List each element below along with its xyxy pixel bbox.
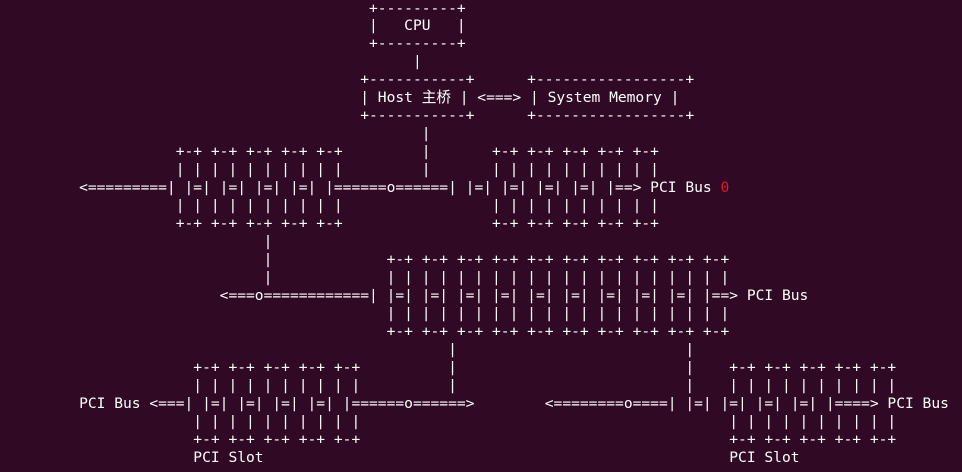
bus1-slots-bottom: +-+ +-+ +-+ +-+ +-+ +-+ +-+ +-+ +-+ +-+ bbox=[0, 323, 730, 340]
bus2-row: PCI Bus <===| |=| |=| |=| |=| |======o==… bbox=[0, 395, 949, 412]
bus1-slots-upper: | | | | | | | | | | | | | | | | | | | | … bbox=[0, 269, 730, 286]
bus2-links-1: | | bbox=[0, 341, 695, 358]
bus2-slots-upper: | | | | | | | | | | | | | | | | | | | | … bbox=[0, 377, 897, 394]
bus0-row: <=========| |=| |=| |=| |=| |======o====… bbox=[0, 179, 729, 197]
bus2-slots-top: +-+ +-+ +-+ +-+ +-+ | | +-+ +-+ +-+ +-+ … bbox=[0, 359, 897, 376]
host-bridge-box-top: +-----------+ +-----------------+ bbox=[0, 71, 695, 88]
bus0-number: 0 bbox=[720, 179, 730, 196]
host-down-link: | bbox=[0, 125, 431, 142]
bus0-slots-bottom: +-+ +-+ +-+ +-+ +-+ +-+ +-+ +-+ +-+ +-+ bbox=[0, 215, 659, 232]
bus1-link-1: | bbox=[0, 233, 273, 250]
host-bridge-box-bottom: +-----------+ +-----------------+ bbox=[0, 107, 695, 124]
cpu-box-bottom: +---------+ bbox=[0, 35, 466, 52]
bus2-slots-lower: | | | | | | | | | | | | | | | | | | | | bbox=[0, 413, 897, 430]
cpu-box-label: | CPU | bbox=[0, 17, 466, 34]
bus1-row: <===o============| |=| |=| |=| |=| |=| |… bbox=[0, 287, 809, 304]
host-bridge-row: | Host 主桥 | <===> | System Memory | bbox=[0, 89, 680, 106]
bus0-slots-top: +-+ +-+ +-+ +-+ +-+ | +-+ +-+ +-+ +-+ +-… bbox=[0, 143, 659, 160]
bus0-slots-lower: | | | | | | | | | | | | | | | | | | | | bbox=[0, 197, 659, 214]
cpu-host-link: | bbox=[0, 53, 422, 70]
bus0-line: <=========| |=| |=| |=| |=| |======o====… bbox=[0, 179, 721, 196]
pci-slot-labels: PCI Slot PCI Slot bbox=[0, 449, 800, 466]
bus1-slots-lower: | | | | | | | | | | | | | | | | | | | | bbox=[0, 305, 730, 322]
bus0-slots-upper: | | | | | | | | | | | | | | | | | | | | … bbox=[0, 161, 659, 178]
cpu-box-top: +---------+ bbox=[0, 0, 466, 17]
bus2-slots-bottom: +-+ +-+ +-+ +-+ +-+ +-+ +-+ +-+ +-+ +-+ bbox=[0, 431, 897, 448]
bus1-slots-top: | +-+ +-+ +-+ +-+ +-+ +-+ +-+ +-+ +-+ +-… bbox=[0, 251, 730, 268]
